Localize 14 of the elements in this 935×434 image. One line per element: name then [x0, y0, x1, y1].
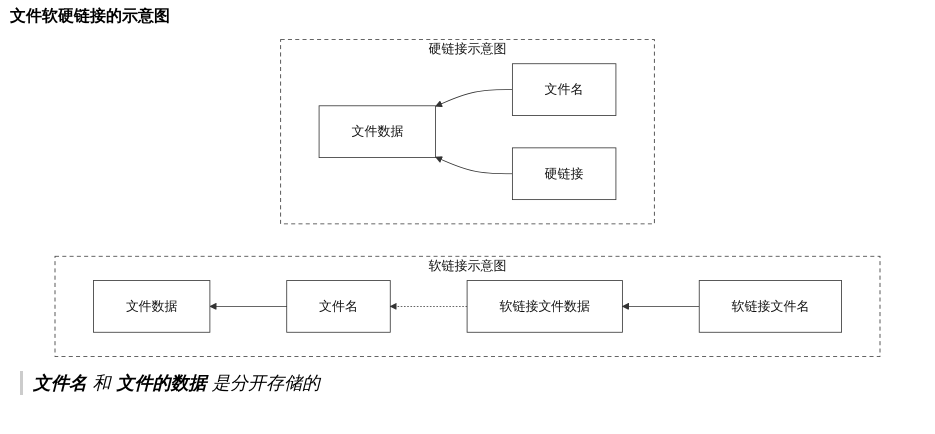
node-box: 软链接文件名 [698, 280, 842, 333]
node-box: 文件名 [512, 63, 616, 116]
arrow [390, 302, 468, 310]
diagram-title: 文件软硬链接的示意图 [10, 6, 170, 27]
node-box: 硬链接 [512, 147, 616, 200]
arrow [210, 302, 288, 310]
arrow [622, 302, 700, 310]
arrow [435, 89, 513, 108]
node-box: 文件数据 [93, 280, 210, 333]
node-box: 文件数据 [318, 105, 436, 158]
node-box: 软链接文件数据 [466, 280, 623, 333]
node-box: 文件名 [286, 280, 391, 333]
caption: 文件名 和 文件的数据 是分开存储的 [20, 371, 320, 395]
arrow [435, 156, 513, 174]
